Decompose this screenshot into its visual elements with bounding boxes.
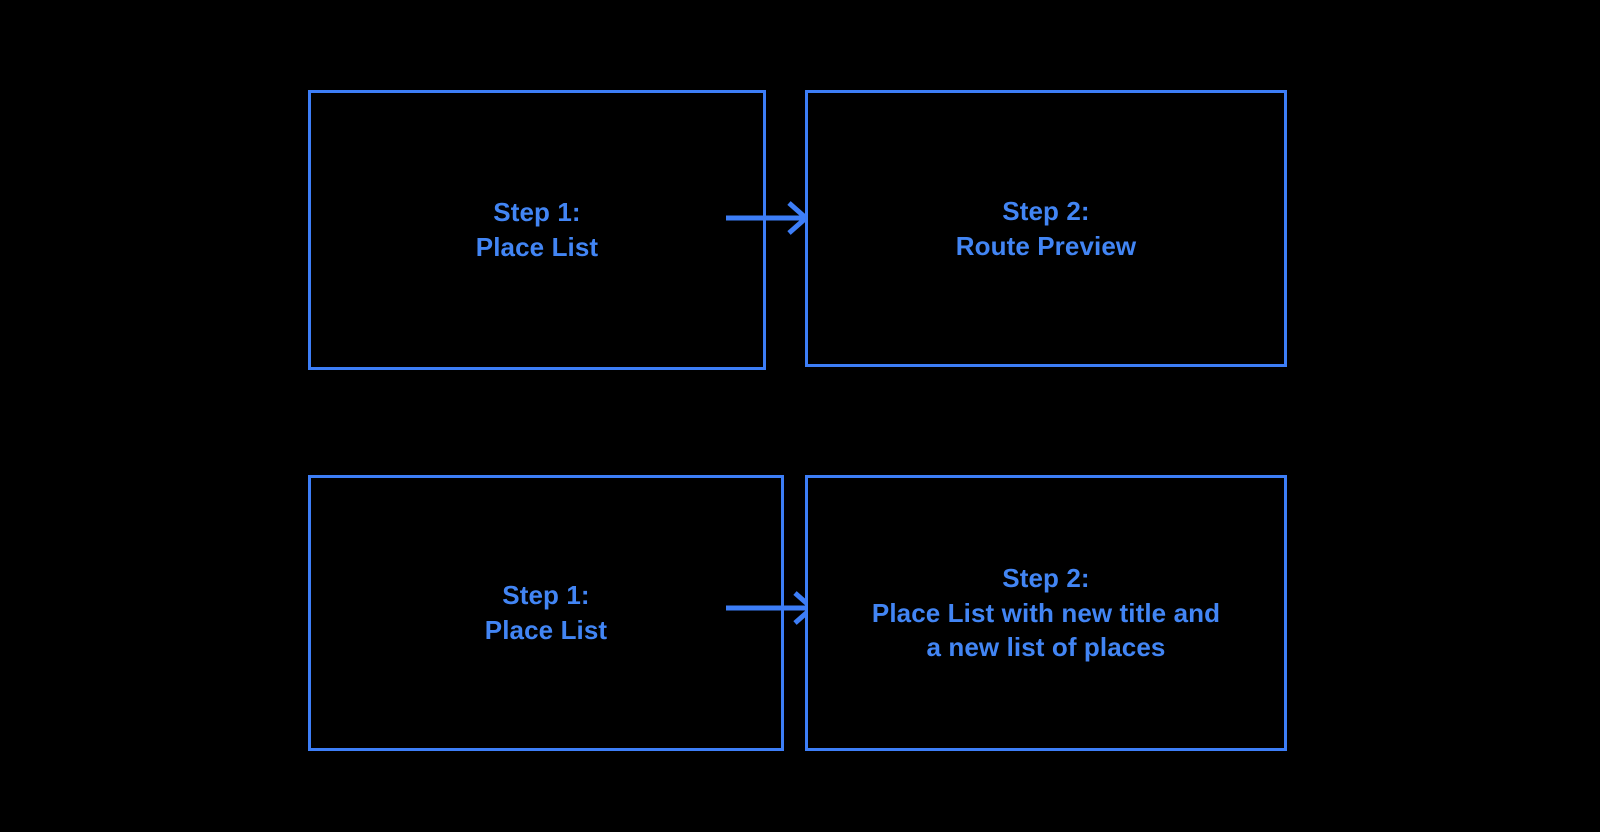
step-box-step1-place-list-top[interactable]: Step 1: Place List <box>308 90 766 370</box>
step-box-step2-route-preview[interactable]: Step 2: Route Preview <box>805 90 1287 367</box>
step-box-step2-place-list-updated[interactable]: Step 2: Place List with new title and a … <box>805 475 1287 751</box>
flow-row-place-list-update: Step 1: Place List Step 2: Place List wi… <box>0 475 1600 752</box>
step-box-label: Step 2: Place List with new title and a … <box>871 563 1221 663</box>
step-box-step1-place-list-bottom[interactable]: Step 1: Place List <box>308 475 784 751</box>
step-box-label: Step 1: Place List <box>475 197 599 262</box>
flow-row-route-preview: Step 1: Place List Step 2: Route Preview <box>0 90 1600 370</box>
step-box-label: Step 1: Place List <box>484 580 608 645</box>
step-box-label: Step 2: Route Preview <box>955 195 1137 261</box>
